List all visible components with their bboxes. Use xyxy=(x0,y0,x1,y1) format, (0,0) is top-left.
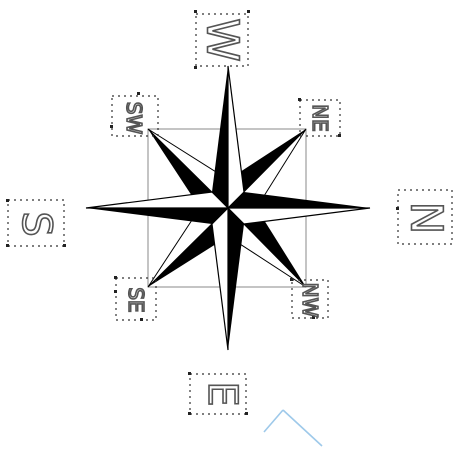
label-north[interactable]: N xyxy=(396,189,453,245)
label-southeast[interactable]: SE xyxy=(114,276,157,321)
label-east[interactable]: E xyxy=(188,372,248,415)
label-northwest[interactable]: NW xyxy=(290,278,329,319)
label-south-text: S xyxy=(13,211,59,236)
connector-line[interactable] xyxy=(263,409,323,447)
label-southwest[interactable]: SW xyxy=(110,92,159,137)
label-northwest-text: NW xyxy=(298,283,322,318)
label-west-text: W xyxy=(197,18,248,62)
label-east-text: E xyxy=(199,381,245,406)
label-west[interactable]: W xyxy=(194,10,250,69)
compass-rose-icon[interactable] xyxy=(85,65,371,351)
label-north-text: N xyxy=(401,202,452,235)
intercardinal-points xyxy=(147,128,307,288)
label-southwest-text: SW xyxy=(122,102,146,135)
cardinal-points xyxy=(85,65,371,351)
label-northeast-text: NE xyxy=(308,104,332,132)
label-southeast-text: SE xyxy=(124,287,148,312)
label-south[interactable]: S xyxy=(6,199,66,247)
label-northeast[interactable]: NE xyxy=(298,98,341,137)
